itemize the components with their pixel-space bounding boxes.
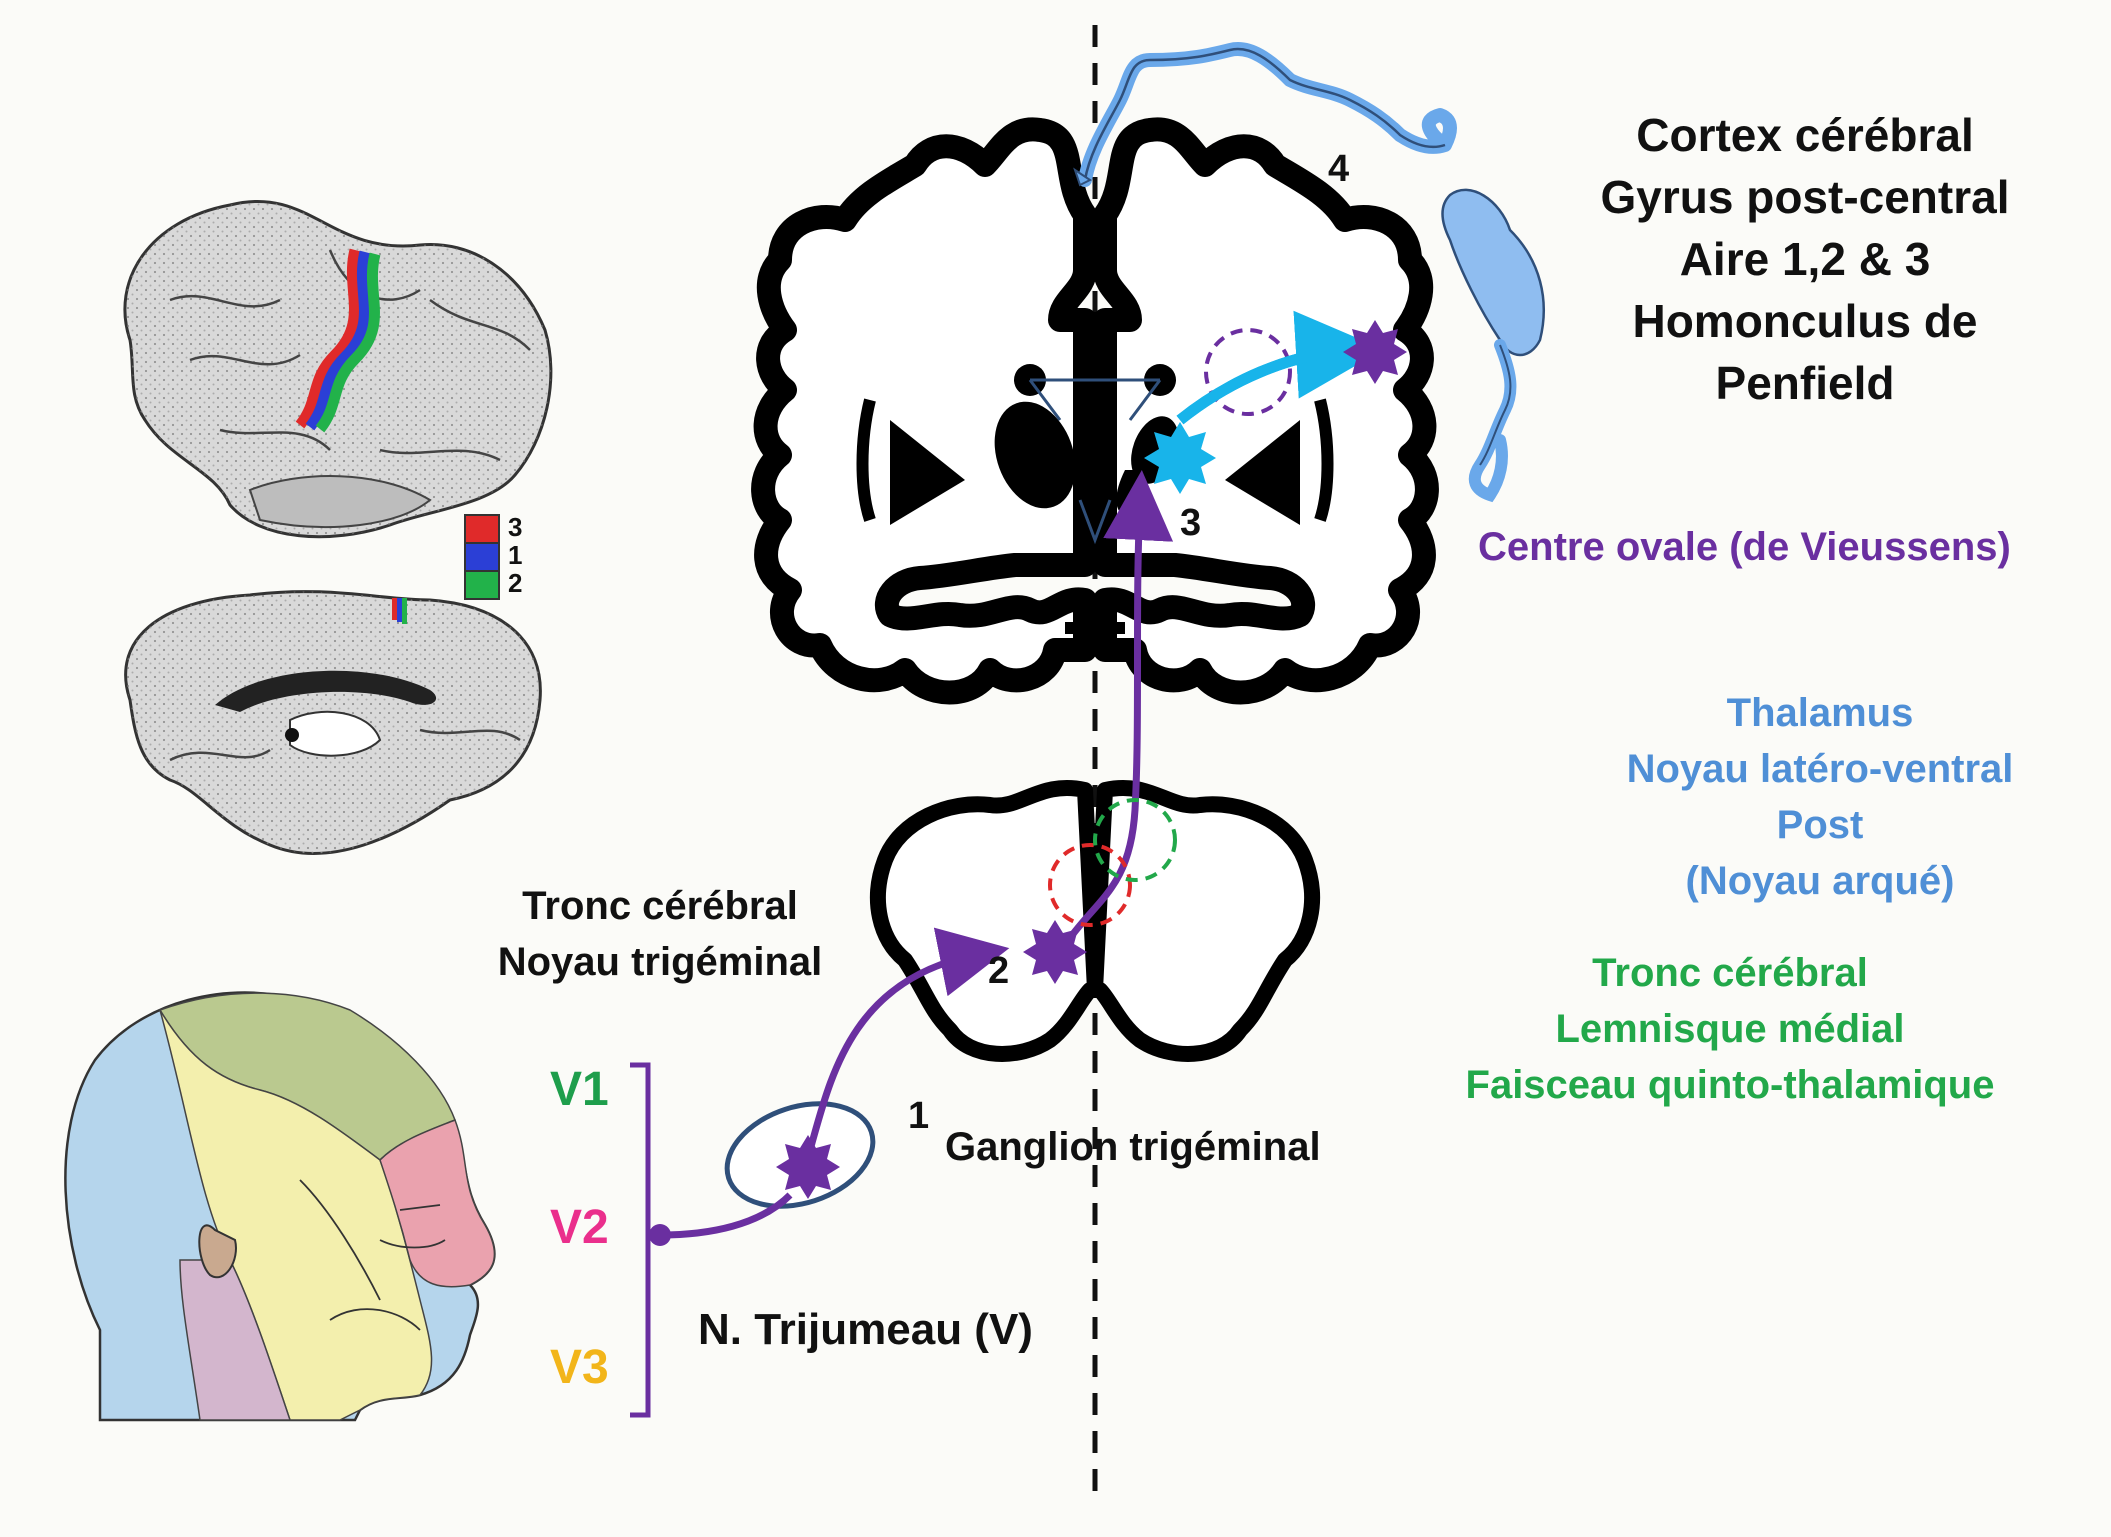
homunculus-icon: [1073, 42, 1545, 503]
legend-label-1: 1: [508, 540, 523, 570]
station-3-label: 3: [1180, 502, 1202, 544]
brainstem-nucleus-line-2: Noyau trigéminal: [497, 940, 823, 984]
brain-lateral-icon: [123, 199, 553, 539]
head-dermatome-icon: [64, 991, 496, 1422]
brainstem-tract-label: Tronc cérébral Lemnisque médial Faisceau…: [1420, 945, 2040, 1113]
thalamus-line-1: Thalamus: [1726, 691, 1914, 735]
brainstem-nucleus-line-1: Tronc cérébral: [522, 884, 798, 928]
brainstem-section: [870, 780, 1320, 1062]
coronal-brain-section: [751, 117, 1439, 705]
station-2-label: 2: [988, 950, 1010, 992]
neuron-star-icon: [1343, 320, 1407, 384]
station-1-label: 1: [908, 1095, 930, 1137]
brain-medial-icon: [124, 590, 542, 855]
nerve-label: N. Trijumeau (V): [698, 1305, 1033, 1354]
thalamus-line-4: (Noyau arqué): [1685, 859, 1955, 903]
cortex-line-2: Gyrus post-central: [1600, 171, 2010, 223]
legend-label-2: 2: [508, 568, 523, 598]
branch-v3-label: V3: [550, 1341, 609, 1394]
legend-swatch-3: [464, 514, 500, 544]
thalamus-line-2: Noyau latéro-ventral: [1626, 747, 2014, 791]
nerve-entry-dot: [649, 1224, 671, 1246]
brainstem-tract-line-1: Tronc cérébral: [1592, 951, 1868, 995]
brainstem-nucleus-label: Tronc cérébral Noyau trigéminal: [460, 878, 860, 990]
purple-dashed-circle: [1204, 328, 1292, 416]
neuron-star-icon: [1144, 422, 1216, 494]
neuron-star-icon: [776, 1135, 840, 1199]
area-legend: [464, 514, 500, 600]
thalamus-line-3: Post: [1776, 803, 1864, 847]
brainstem-tract-line-3: Faisceau quinto-thalamique: [1465, 1063, 1995, 1107]
branch-v2-label: V2: [550, 1201, 609, 1254]
branch-v1-label: V1: [550, 1063, 609, 1116]
cortex-label: Cortex cérébral Gyrus post-central Aire …: [1530, 104, 2080, 414]
cortex-line-1: Cortex cérébral: [1636, 109, 1974, 161]
station-4-label: 4: [1328, 148, 1350, 190]
green-dashed-circle: [1093, 798, 1177, 882]
legend-swatch-1: [464, 542, 500, 572]
centre-ovale-label: Centre ovale (de Vieussens): [1478, 525, 2011, 569]
cortex-line-5: Penfield: [1715, 357, 1895, 409]
thalamus-label: Thalamus Noyau latéro-ventral Post (Noya…: [1560, 685, 2080, 909]
v-bracket: [630, 1062, 651, 1418]
legend-label-3: 3: [508, 512, 523, 542]
cortex-line-4: Homonculus de: [1632, 295, 1978, 347]
brainstem-tract-line-2: Lemnisque médial: [1555, 1007, 1905, 1051]
neuron-star-icon: [1023, 920, 1087, 984]
red-dashed-circle: [1048, 843, 1132, 927]
ganglion-label: Ganglion trigéminal: [945, 1125, 1321, 1169]
cortex-line-3: Aire 1,2 & 3: [1679, 233, 1931, 285]
legend-swatch-2: [464, 570, 500, 600]
